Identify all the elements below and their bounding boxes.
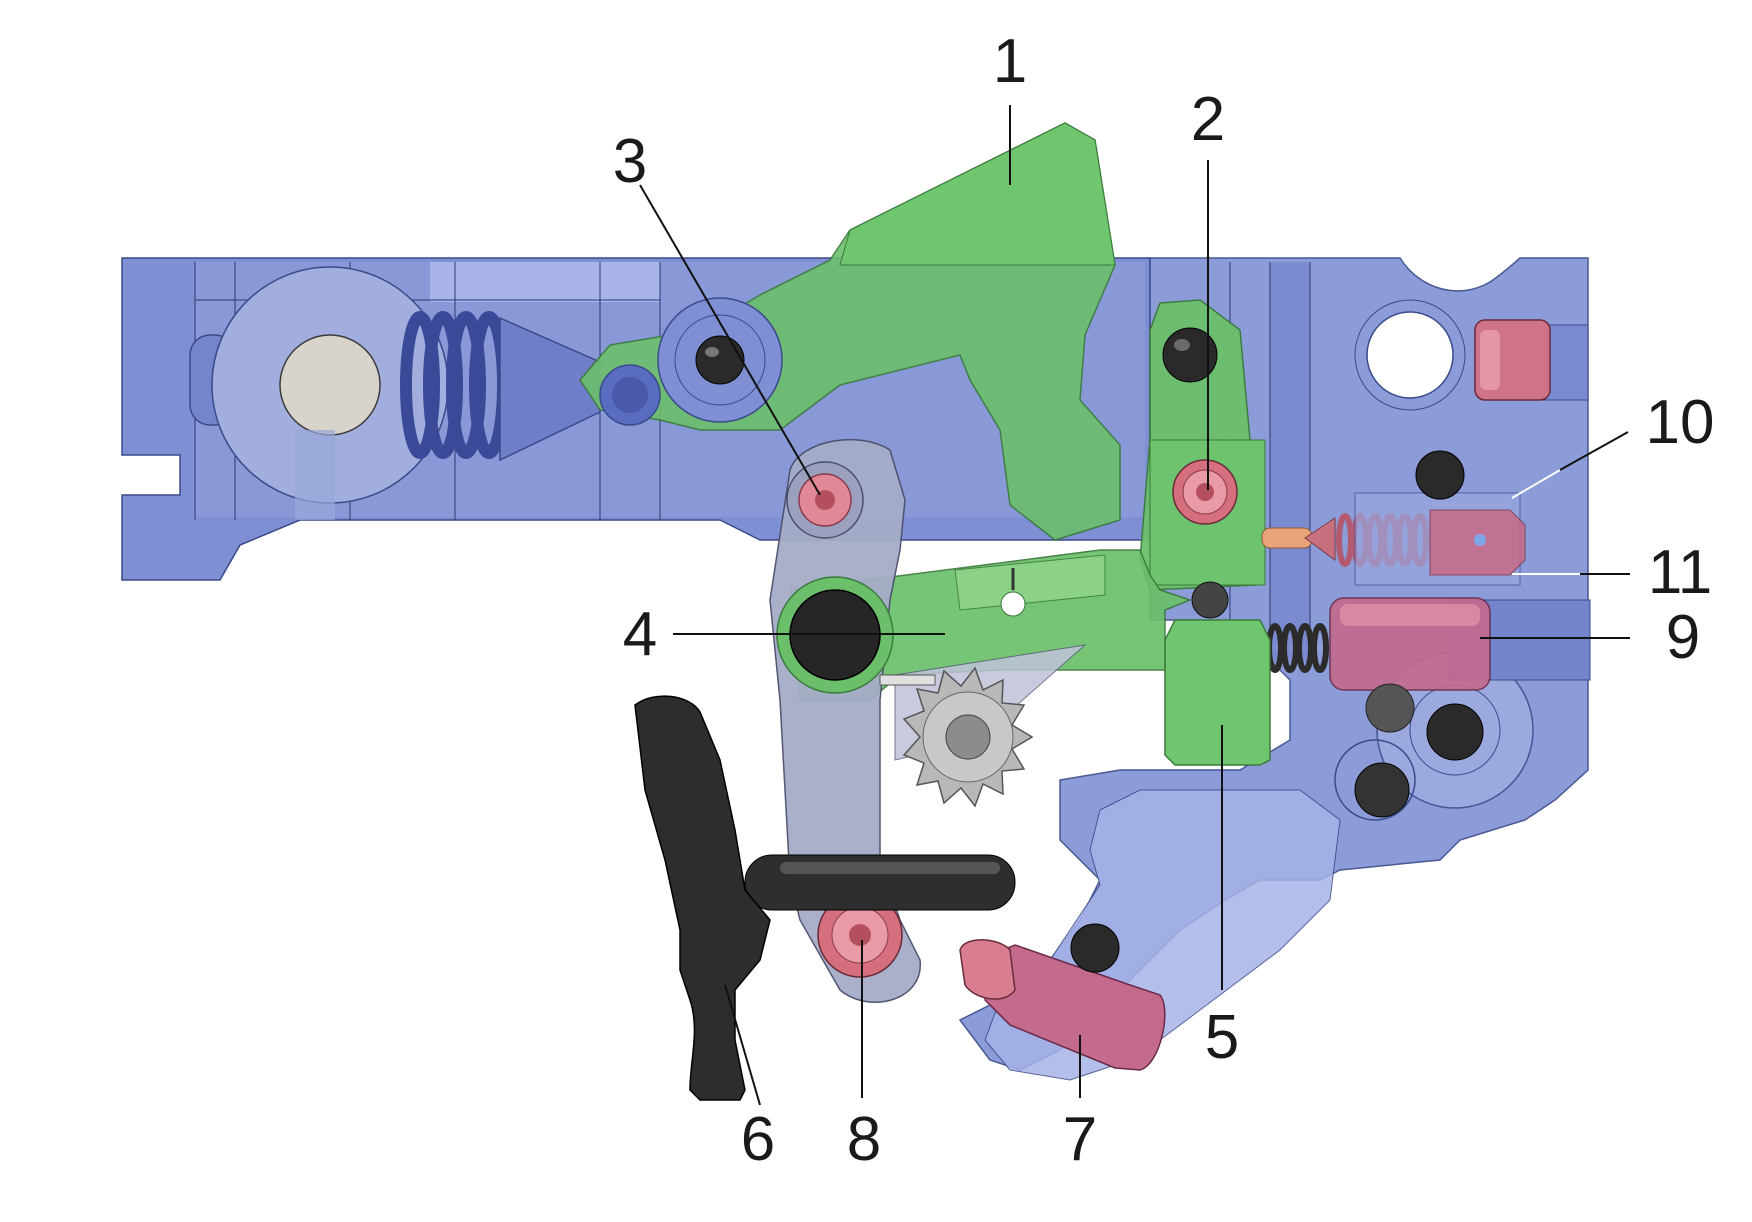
housing-light-panel (430, 262, 660, 302)
housing-hole-top-right (1366, 311, 1454, 399)
hammer-pivot-highlight (705, 347, 719, 357)
part-7-tip (959, 939, 1016, 1000)
part-9-highlight (1340, 604, 1480, 626)
right-spring-assembly (1261, 319, 1551, 691)
left-roller-core (279, 334, 381, 436)
pin-right-mid-grey (1365, 683, 1415, 733)
trigger-bar-hole (1000, 591, 1026, 617)
housing-right-stripe (1270, 262, 1310, 662)
pin-right-boss (1426, 703, 1484, 761)
gear (902, 666, 1034, 808)
trigger-rod-hl (780, 862, 1000, 874)
housing-hole-ring (1354, 299, 1466, 411)
callout-6: 6 (741, 1105, 775, 1174)
callout-8: 8 (847, 1105, 881, 1174)
pin-right-lower-ring (1334, 739, 1416, 821)
part-7-black-pin (1070, 923, 1120, 973)
pin-right-lower (1354, 762, 1410, 818)
callout-7: 7 (1063, 1105, 1097, 1174)
callout-1: 1 (993, 27, 1027, 96)
spring-plunger-dot (1474, 534, 1486, 546)
leader-6 (724, 984, 761, 1106)
hammer-small-hole-inner (612, 377, 648, 413)
screw-2-socket (1196, 483, 1214, 501)
leader-3 (639, 184, 821, 496)
leader-10 (1511, 469, 1561, 499)
trigger-shoe-part-6 (634, 695, 1016, 1101)
screw-8-socket (849, 924, 871, 946)
spring-cone-tip (1304, 517, 1336, 561)
callout-4: 4 (623, 600, 657, 669)
part-5-pin (1191, 581, 1229, 619)
callout-11: 11 (1648, 538, 1712, 607)
link-rod (879, 674, 936, 686)
hammer-part-1 (579, 122, 1121, 541)
callouts: 1 2 3 4 5 6 7 8 9 10 11 (613, 27, 1715, 1174)
callout-3: 3 (613, 127, 647, 196)
part-7-body (984, 944, 1166, 1071)
part-9-spring (1266, 623, 1329, 673)
callout-9: 9 (1666, 603, 1700, 672)
hammer-pivot-pin (695, 335, 745, 385)
trigger-shoe (634, 695, 771, 1101)
hammer-top-face (839, 122, 1116, 266)
pin-part-7 (959, 923, 1166, 1071)
gear-hub (945, 714, 991, 760)
left-cone (499, 316, 601, 462)
leader-10b (1559, 431, 1629, 471)
misc-pins (1334, 450, 1484, 821)
part-2-top-pin-hl (1174, 339, 1190, 351)
callout-5: 5 (1205, 1003, 1239, 1072)
part-5-block (1164, 619, 1271, 766)
pin-right-upper (1415, 450, 1465, 500)
left-roller-stem (295, 430, 335, 520)
pink-screw-top-right-hl (1480, 330, 1500, 390)
left-spring-assembly (189, 266, 601, 520)
trigger-bar-slot (954, 554, 1106, 611)
callout-2: 2 (1191, 85, 1225, 154)
callout-10: 10 (1646, 388, 1715, 457)
hammer-pivot-ring-inner (674, 314, 766, 406)
leader-lines (639, 105, 1630, 1106)
